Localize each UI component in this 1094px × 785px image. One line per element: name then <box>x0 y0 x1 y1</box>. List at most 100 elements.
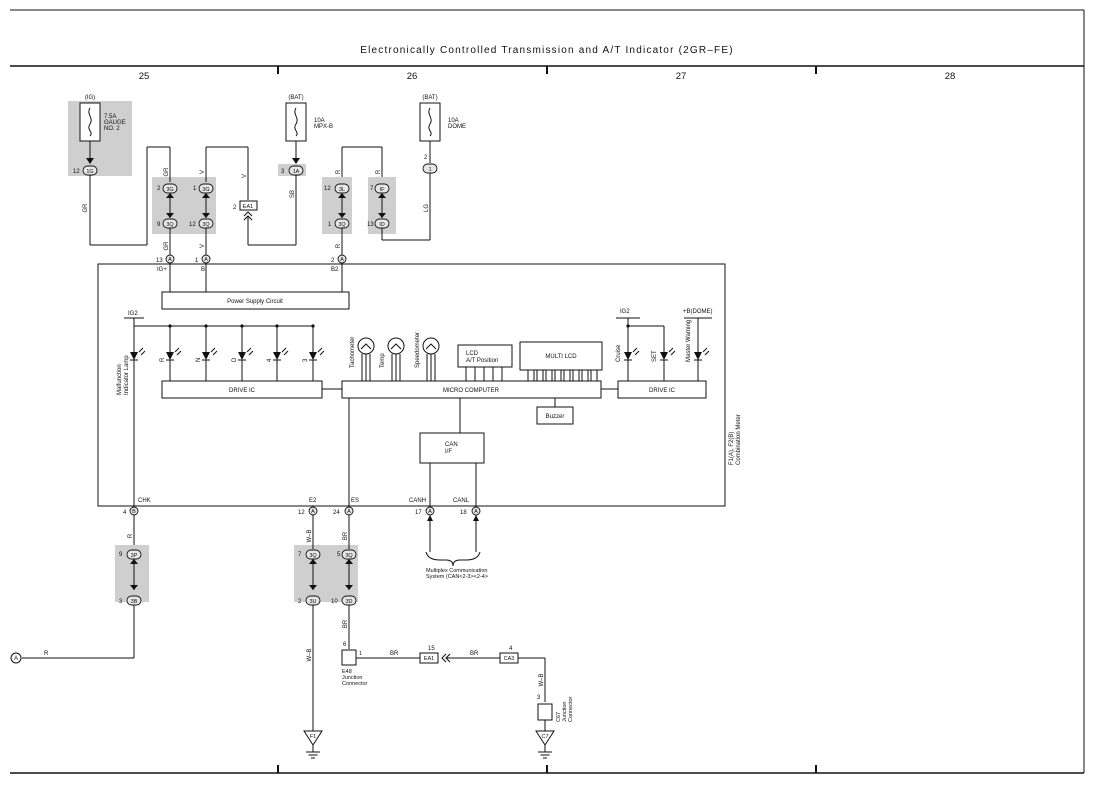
svg-text:A: A <box>340 257 344 263</box>
svg-text:CHK: CHK <box>138 498 151 504</box>
svg-text:3Q: 3Q <box>166 222 174 228</box>
svg-text:+B(DOME): +B(DOME) <box>683 309 713 315</box>
svg-text:3: 3 <box>303 358 309 362</box>
column-26: 26 <box>407 71 418 82</box>
svg-text:3G: 3G <box>202 187 209 193</box>
svg-text:2: 2 <box>157 186 161 192</box>
svg-text:18: 18 <box>460 510 467 516</box>
svg-text:Cruise: Cruise <box>616 344 622 362</box>
svg-text:12: 12 <box>73 169 80 175</box>
svg-text:GR: GR <box>83 203 89 213</box>
shift-indicator-leds: R N D 4 3 <box>130 324 325 381</box>
svg-text:Tachometer: Tachometer <box>350 337 356 368</box>
svg-text:IF: IF <box>380 187 386 193</box>
svg-text:12: 12 <box>189 222 196 228</box>
svg-text:R: R <box>160 357 166 362</box>
svg-text:3Q: 3Q <box>309 553 317 559</box>
svg-text:9: 9 <box>119 552 123 558</box>
svg-text:13: 13 <box>367 222 374 228</box>
svg-text:ID: ID <box>379 222 385 228</box>
svg-text:W–B: W–B <box>539 673 545 686</box>
c67-junction-connector <box>537 703 553 721</box>
svg-text:D: D <box>232 357 238 362</box>
svg-text:Connector: Connector <box>568 696 574 722</box>
svg-text:ES: ES <box>351 498 359 504</box>
svg-text:CA3: CA3 <box>504 656 515 662</box>
svg-text:A: A <box>347 509 351 515</box>
ground-f1: F1 <box>303 730 323 759</box>
svg-text:A: A <box>311 509 315 515</box>
svg-text:Multiplex Communication: Multiplex Communication <box>426 568 487 574</box>
svg-text:Buzzer: Buzzer <box>546 414 565 420</box>
svg-text:MICRO COMPUTER: MICRO COMPUTER <box>443 388 500 394</box>
svg-text:3Q: 3Q <box>338 222 346 228</box>
svg-text:B: B <box>201 267 205 273</box>
svg-text:E48: E48 <box>342 669 352 675</box>
svg-text:LG: LG <box>424 204 430 212</box>
diagram-title: Electronically Controlled Transmission a… <box>360 45 734 56</box>
svg-text:IG2: IG2 <box>128 311 138 317</box>
svg-text:15: 15 <box>428 646 435 652</box>
svg-text:24: 24 <box>333 510 340 516</box>
svg-text:Malfunction: Malfunction <box>117 364 123 395</box>
svg-text:3B: 3B <box>131 599 138 605</box>
svg-text:A: A <box>168 257 172 263</box>
svg-text:4: 4 <box>267 358 273 362</box>
svg-text:B: B <box>132 509 136 515</box>
svg-text:7: 7 <box>298 552 302 558</box>
gauge-temp: Temp <box>380 337 405 381</box>
svg-text:MPX-B: MPX-B <box>314 124 333 130</box>
svg-text:NO. 2: NO. 2 <box>104 126 120 132</box>
svg-text:(IG): (IG) <box>85 95 95 101</box>
svg-text:E2: E2 <box>309 498 317 504</box>
svg-text:EA1: EA1 <box>424 656 434 662</box>
svg-text:V: V <box>200 244 206 248</box>
svg-text:13: 13 <box>156 258 163 264</box>
svg-text:1: 1 <box>193 186 197 192</box>
e48-junction-connector <box>341 649 357 666</box>
svg-text:Temp: Temp <box>380 353 386 368</box>
svg-text:CANH: CANH <box>409 498 426 504</box>
svg-text:LCD: LCD <box>466 351 479 357</box>
svg-text:Combination Meter: Combination Meter <box>736 414 742 465</box>
svg-text:GR: GR <box>164 241 170 251</box>
svg-text:3: 3 <box>119 599 123 605</box>
can-interface <box>419 432 485 464</box>
svg-text:W–B: W–B <box>307 648 313 661</box>
shift-led-d: D <box>232 326 254 381</box>
svg-text:3Q: 3Q <box>345 553 353 559</box>
ground-c7: C7 <box>535 730 555 759</box>
lcd-at-position <box>457 344 513 368</box>
shift-led-n: N <box>196 326 218 381</box>
svg-text:2: 2 <box>424 155 428 161</box>
svg-text:1: 1 <box>328 222 332 228</box>
svg-text:I/F: I/F <box>445 449 452 455</box>
svg-text:2: 2 <box>331 258 335 264</box>
fuse-mpx-b: (BAT) 10A MPX-B 3 1A <box>278 95 333 176</box>
column-25: 25 <box>139 71 150 82</box>
svg-text:10: 10 <box>331 599 338 605</box>
svg-text:F1: F1 <box>310 734 316 740</box>
svg-text:3Q: 3Q <box>202 222 210 228</box>
svg-text:2: 2 <box>233 205 237 211</box>
svg-text:1: 1 <box>428 167 431 173</box>
mil-led <box>130 326 146 381</box>
power-supply-circuit <box>161 291 350 310</box>
led-cruise: Cruise <box>616 318 640 381</box>
svg-text:10A: 10A <box>314 118 325 124</box>
svg-text:A: A <box>428 509 432 515</box>
svg-text:BR: BR <box>343 531 349 540</box>
svg-text:3U: 3U <box>309 599 316 605</box>
svg-text:DRIVE IC: DRIVE IC <box>649 388 676 394</box>
svg-text:BR: BR <box>390 651 399 657</box>
shift-led-3: 3 <box>303 326 325 381</box>
svg-text:A: A <box>474 509 478 515</box>
svg-text:B2: B2 <box>331 267 339 273</box>
svg-text:Indicator Lamp: Indicator Lamp <box>124 355 130 395</box>
shift-led-4: 4 <box>267 326 289 381</box>
svg-text:3: 3 <box>281 169 285 175</box>
svg-text:Connector: Connector <box>342 681 368 687</box>
